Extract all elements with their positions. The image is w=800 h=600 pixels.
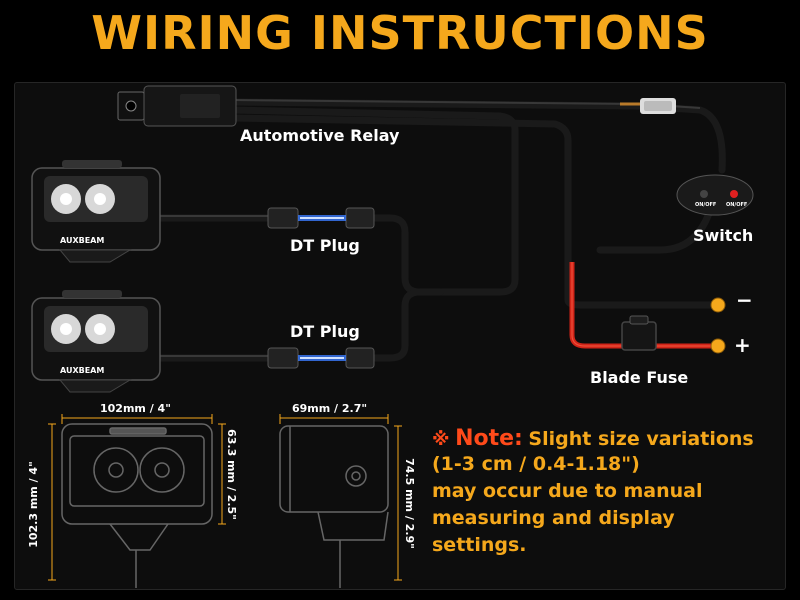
switch-label: Switch <box>693 226 754 245</box>
dt-plug-1 <box>267 207 375 229</box>
note-line-1: Slight size variations <box>528 428 754 450</box>
size-note: ※ Note: Slight size variations (1-3 cm /… <box>432 426 782 559</box>
brand-label-1: AUXBEAM <box>60 236 105 245</box>
switch-button-right-label: ON/OFF <box>726 202 748 208</box>
page-title: WIRING INSTRUCTIONS <box>91 6 709 60</box>
note-line-5: settings. <box>432 534 527 556</box>
dt-plug-1-label: DT Plug <box>290 236 360 255</box>
negative-terminal-label: − <box>736 288 753 312</box>
plug1-branch <box>366 214 444 296</box>
light-pod-2 <box>31 290 161 393</box>
switch-button-left-label: ON/OFF <box>695 202 717 208</box>
side-dimension-lines <box>279 414 402 581</box>
positive-terminal-label: + <box>734 333 751 357</box>
front-height-dimension: 102.3 mm / 4" <box>26 461 40 548</box>
note-line-2: (1-3 cm / 0.4-1.18") <box>432 453 640 475</box>
negative-wire <box>228 114 719 309</box>
plug2-branch <box>366 288 444 362</box>
dt-plug-2-label: DT Plug <box>290 322 360 341</box>
negative-terminal <box>710 297 726 313</box>
blade-fuse-holder <box>621 315 657 351</box>
relay-icon <box>117 85 237 127</box>
harness-wires <box>156 98 726 362</box>
switch-connector <box>620 98 676 114</box>
brand-label-2: AUXBEAM <box>60 366 105 375</box>
side-view-drawing <box>279 425 389 588</box>
front-view-drawing <box>61 423 213 588</box>
note-symbol: ※ <box>432 429 450 450</box>
note-line-4: measuring and display <box>432 507 675 529</box>
relay-label: Automotive Relay <box>240 126 400 145</box>
front-width-dimension: 102mm / 4" <box>100 402 171 415</box>
front-lens-height-dimension: 63.3 mm / 2.5" <box>224 429 238 520</box>
note-line-3: may occur due to manual <box>432 480 703 502</box>
relay-trunk-wire <box>228 106 519 296</box>
relay-to-switch-wire <box>228 98 726 174</box>
blade-fuse-label: Blade Fuse <box>590 368 689 387</box>
light-pod-1 <box>31 160 161 263</box>
positive-terminal <box>710 338 726 354</box>
note-heading: Note: <box>455 426 523 451</box>
side-height-dimension: 74.5 mm / 2.9" <box>402 458 416 549</box>
switch-icon <box>676 174 754 216</box>
front-dimension-lines <box>48 414 226 581</box>
side-width-dimension: 69mm / 2.7" <box>292 402 368 415</box>
dt-plug-2 <box>267 347 375 369</box>
